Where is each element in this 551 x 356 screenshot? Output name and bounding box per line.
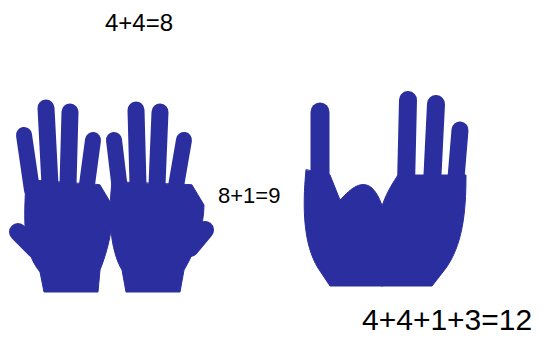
finger bbox=[46, 108, 50, 185]
thumb bbox=[190, 230, 205, 248]
finger bbox=[24, 135, 32, 190]
equation-label: 4+4+1+3=12 bbox=[362, 303, 532, 336]
finger bbox=[157, 112, 160, 185]
equation-text: 4+4+1+3=12 bbox=[362, 303, 532, 336]
finger bbox=[455, 130, 460, 190]
finger bbox=[86, 140, 93, 192]
thumb bbox=[18, 232, 36, 250]
equation-text: 8+1=9 bbox=[218, 183, 280, 208]
finger bbox=[114, 140, 120, 190]
finger bbox=[68, 112, 70, 185]
hand bbox=[110, 182, 204, 292]
counting-hands bbox=[304, 100, 466, 286]
finger bbox=[432, 104, 436, 185]
equation-label: 4+4=8 bbox=[105, 10, 173, 36]
finger bbox=[311, 112, 330, 185]
finger bbox=[406, 100, 408, 185]
equation-text: 4+4=8 bbox=[105, 9, 173, 36]
open-hands bbox=[18, 108, 205, 292]
finger bbox=[136, 110, 138, 185]
finger bbox=[175, 140, 184, 192]
hand bbox=[25, 180, 113, 292]
equation-label: 8+1=9 bbox=[218, 184, 280, 208]
